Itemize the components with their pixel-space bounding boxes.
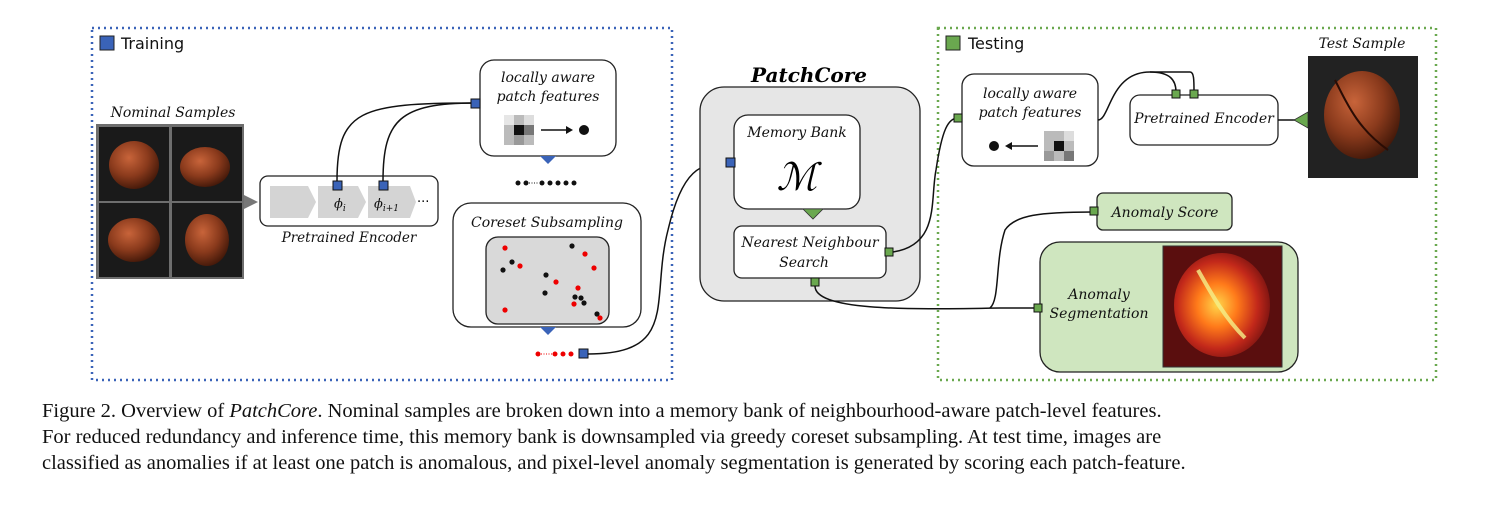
hazelnut-image [109,141,159,189]
feature-dots-row [515,180,577,186]
anomaly-score: Anomaly Score [1089,192,1233,231]
memory-bank-label: Memory Bank [746,125,847,141]
svg-text:Pretrained Encoder: Pretrained Encoder [1133,111,1275,127]
svg-text:locally aware: locally aware [983,86,1077,102]
svg-text:Anomaly Score: Anomaly Score [1110,205,1219,221]
testing-title: Testing [967,34,1024,53]
anomaly-segmentation: Anomaly Segmentation [1033,241,1299,373]
svg-text:patch features: patch features [497,89,600,105]
anomaly-heatmap [1174,253,1270,357]
svg-text:locally aware: locally aware [501,70,595,86]
svg-text:Search: Search [779,255,829,271]
caption-line-1: Figure 2. Overview of PatchCore. Nominal… [42,400,1162,422]
phi-i-plus-1: ϕi+1 [374,197,399,214]
patchcore-block: Memory Bank ℳ Nearest Neighbour Search [699,86,921,302]
phi-i: ϕi [334,197,346,214]
pretrained-encoder-train: ϕi ϕi+1 ··· [259,175,439,227]
caption-line-3: classified as anomalies if at least one … [42,452,1186,474]
local-features-test: locally aware patch features [953,73,1099,167]
training-legend-swatch [99,35,115,51]
testing-section: Testing [936,26,1438,382]
pretrained-encoder-test: Pretrained Encoder [1129,89,1309,146]
memory-bank-symbol: ℳ [777,155,823,199]
testing-legend-swatch [945,35,961,51]
encoder-ellipsis: ··· [417,195,429,210]
patchcore-title: PatchCore [750,63,867,87]
svg-text:Segmentation: Segmentation [1050,306,1149,322]
coreset-dots-row [535,348,589,359]
hazelnut-image [108,218,160,262]
local-features-train: locally aware patch features [470,59,617,164]
caption-line-2: For reduced redundancy and inference tim… [42,426,1162,448]
nominal-samples-label: Nominal Samples [110,105,236,121]
patchcore-diagram: Training Testing Nominal Samples ϕi ϕi+1… [90,26,1438,382]
coreset-subsampling: Coreset Subsampling [452,202,642,335]
nominal-samples-grid [96,124,258,279]
hazelnut-image [185,214,229,266]
test-sample-image [1308,56,1418,178]
pretrained-encoder-train-label: Pretrained Encoder [281,230,418,246]
svg-text:patch features: patch features [979,105,1082,121]
svg-text:Coreset Subsampling: Coreset Subsampling [471,215,623,231]
figure-caption: Figure 2. Overview of PatchCore. Nominal… [42,398,1462,476]
svg-text:Anomaly: Anomaly [1066,287,1131,303]
test-sample-label: Test Sample [1319,36,1406,52]
hazelnut-image [180,147,230,187]
training-section: Training [90,26,674,382]
training-title: Training [120,34,184,53]
svg-text:Nearest Neighbour: Nearest Neighbour [740,235,880,251]
